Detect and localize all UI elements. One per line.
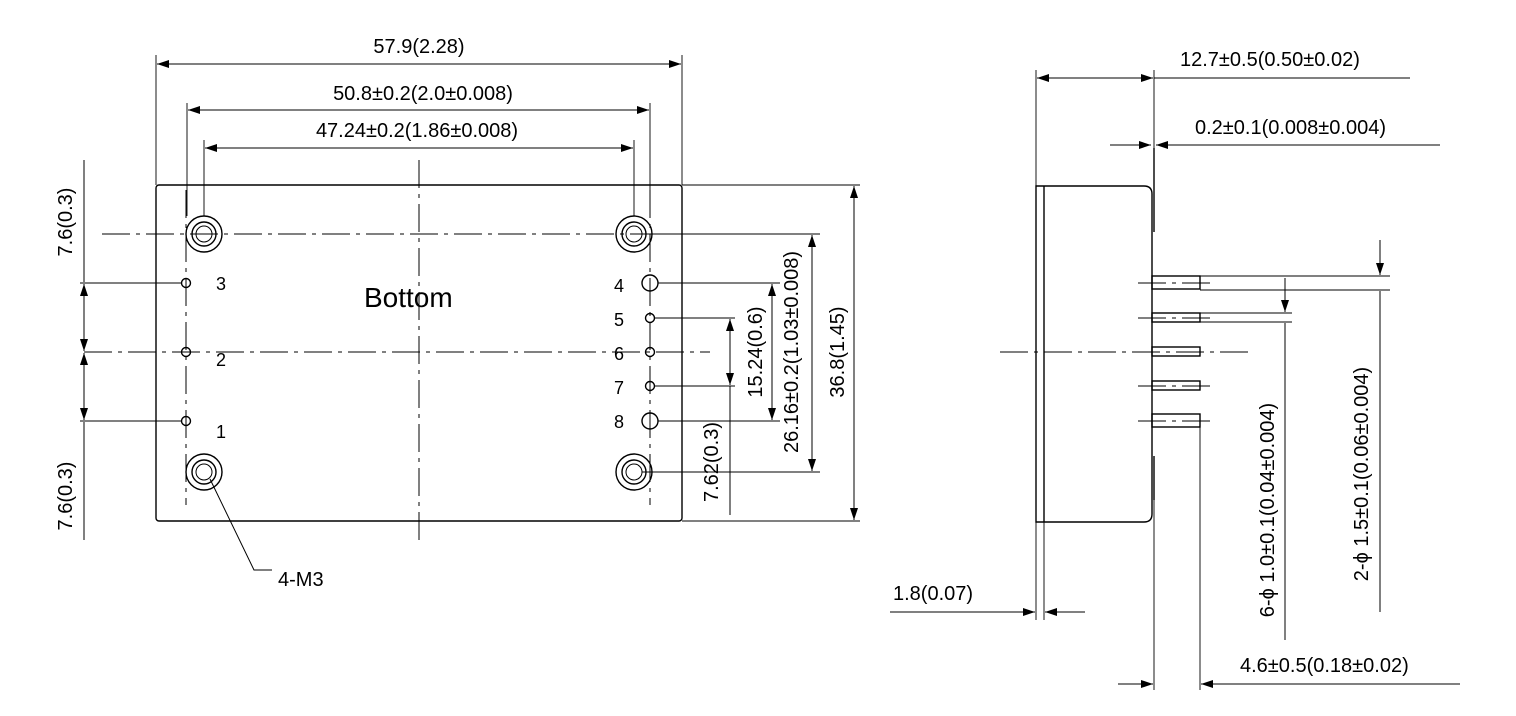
dim-mount-vertical: 26.16±0.2(1.03±0.008) bbox=[781, 251, 803, 453]
dim-flange: 1.8(0.07) bbox=[893, 583, 973, 605]
dim-standoff: 0.2±0.1(0.008±0.004) bbox=[1195, 117, 1386, 139]
pin-label-7: 7 bbox=[614, 378, 624, 398]
dim-pin-row-spacing: 47.24±0.2(1.86±0.008) bbox=[316, 120, 518, 142]
dim-right-pitch: 7.62(0.3) bbox=[701, 422, 723, 502]
dim-overall-height: 36.8(1.45) bbox=[827, 306, 849, 397]
dim-left-top: 7.6(0.3) bbox=[55, 188, 77, 257]
bottom-view: 3 2 1 4 5 6 7 8 Bottom 57.9(2.28) 50.8±0… bbox=[55, 36, 860, 591]
dim-pin-length: 4.6±0.5(0.18±0.02) bbox=[1240, 655, 1409, 677]
pin-label-5: 5 bbox=[614, 310, 624, 330]
pin-label-3: 3 bbox=[216, 274, 226, 294]
pin-6 bbox=[644, 346, 656, 358]
dim-small-pins: 6-ϕ 1.0±0.1(0.04±0.004) bbox=[1257, 403, 1279, 617]
mount-hole-leader bbox=[209, 478, 272, 571]
dim-right-span: 15.24(0.6) bbox=[745, 306, 767, 397]
dim-left-bottom: 7.6(0.3) bbox=[55, 462, 77, 531]
pin-label-6: 6 bbox=[614, 344, 624, 364]
side-body-outline bbox=[1035, 185, 1153, 523]
pin-label-8: 8 bbox=[614, 412, 624, 432]
dim-large-pins: 2-ϕ 1.5±0.1(0.06±0.004) bbox=[1351, 367, 1373, 581]
pin-label-2: 2 bbox=[216, 350, 226, 370]
mount-hole-bottom-left bbox=[185, 453, 223, 491]
pin-label-4: 4 bbox=[614, 276, 624, 296]
pin-label-1: 1 bbox=[216, 422, 226, 442]
side-pin-small-2 bbox=[1151, 346, 1201, 357]
side-view: 12.7±0.5(0.50±0.02) 0.2±0.1(0.008±0.004)… bbox=[890, 49, 1460, 690]
pin-2 bbox=[180, 346, 192, 358]
mount-holes-label: 4-M3 bbox=[278, 569, 324, 591]
dim-mount-spacing: 50.8±0.2(2.0±0.008) bbox=[333, 83, 513, 105]
dim-overall-width: 57.9(2.28) bbox=[373, 36, 464, 58]
dim-depth: 12.7±0.5(0.50±0.02) bbox=[1180, 49, 1360, 71]
bottom-view-title: Bottom bbox=[364, 282, 453, 313]
